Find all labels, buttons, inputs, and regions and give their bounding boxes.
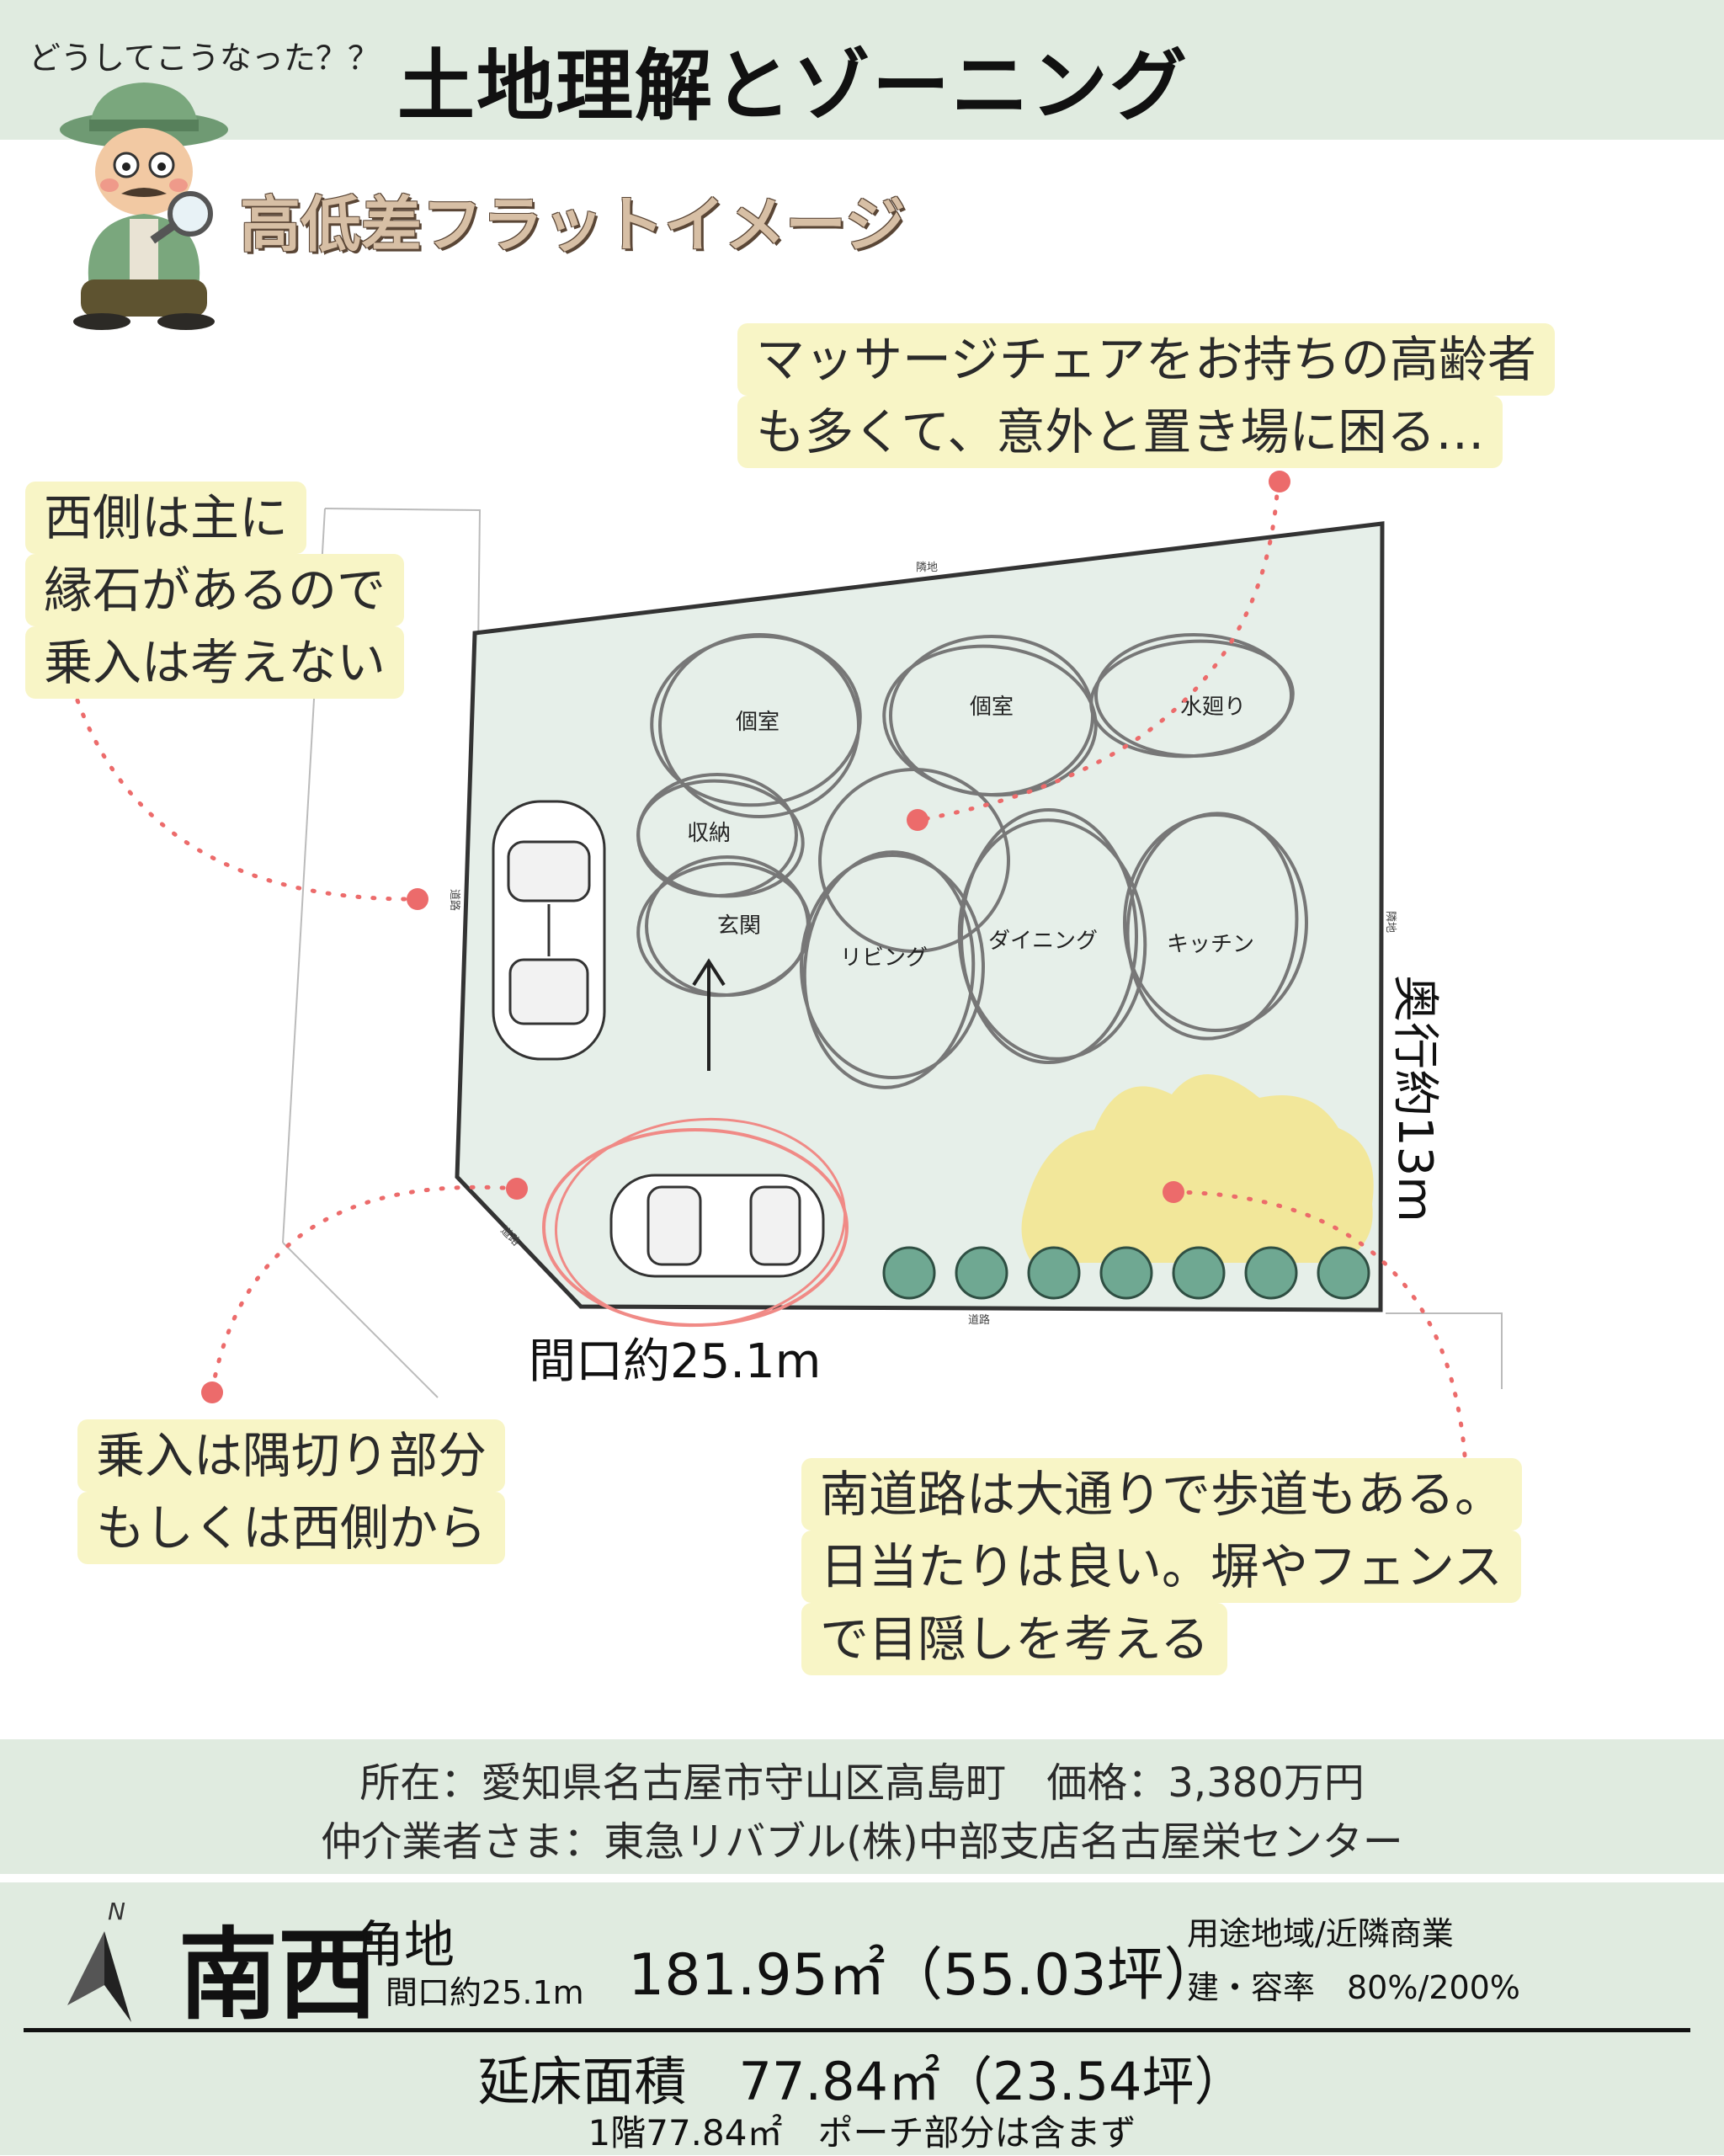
coverage-ratio: 建・容率 80%/200% [1187,1969,1520,2006]
callout-line: もしくは西側から [77,1492,506,1564]
callout-line: 縁石があるので [25,554,405,626]
sunlight-patch [1021,1073,1374,1263]
callout-line: 日当たりは良い。塀やフェンス [801,1530,1521,1603]
depth-dimension: 奥行約13m [1387,975,1442,1222]
room-label-storage: 収納 [687,821,731,846]
label-neighbor-north: 隣地 [916,561,938,574]
label-road-south: 道路 [968,1313,990,1327]
callout-vehicle-entry: 乗入は隅切り部分 もしくは西側から [77,1419,506,1564]
callout-line: も多くて、意外と置き場に困る… [737,396,1503,468]
callout-line: 乗入は隅切り部分 [77,1419,506,1492]
callout-line: 乗入は考えない [25,626,405,699]
car-corner [542,1117,849,1328]
callout-line: 南道路は大通りで歩道もある。 [801,1458,1523,1530]
frontage-dimension: 間口約25.1m [529,1334,821,1389]
north-arrow-icon: N [67,1899,131,2022]
car-west [492,800,606,1061]
callout-line: 西側は主に [25,482,307,554]
callout-massage-chair: マッサージチェアをお持ちの高齢者 も多くて、意外と置き場に困る… [737,323,1555,468]
land-area: 181.95㎡（55.03坪） [628,1942,1221,2009]
room-label-dining: ダイニング [988,929,1098,954]
property-info-band [0,1739,1724,1874]
room-label-bedroom-2: 個室 [970,695,1014,720]
detective-illustration [60,83,228,330]
zoning-bubbles [636,633,1308,1089]
callout-west-curb: 西側は主に 縁石があるので 乗入は考えない [25,482,405,699]
callout-line: マッサージチェアをお持ちの高齢者 [737,323,1555,396]
room-label-kitchen: キッチン [1167,932,1254,957]
floor-area: 延床面積 77.84㎡（23.54坪） [477,2051,1247,2112]
location-price: 所在：愛知県名古屋市守山区高島町 価格：3,380万円 [359,1759,1365,1807]
room-label-wet-area: 水廻り [1180,695,1246,720]
entrance-arrow [692,958,726,1071]
room-label-bedroom-1: 個室 [736,710,780,735]
page-title: 土地理解とゾーニング [397,41,1189,131]
room-label-living: リビング [840,945,928,971]
header-eyebrow: どうしてこうなった？？ [29,40,380,77]
callout-south-road: 南道路は大通りで歩道もある。 日当たりは良い。塀やフェンス で目隠しを考える [801,1458,1523,1675]
label-road-west: 道路 [448,889,461,911]
compass-label: N [108,1899,125,1925]
broker-info: 仲介業者さま：東急リバブル(株)中部支店名古屋栄センター [321,1818,1403,1866]
callout-line: で目隠しを考える [801,1603,1228,1675]
label-neighbor-east: 隣地 [1384,911,1397,933]
header-band [0,0,1724,140]
tree-row [882,1246,1370,1300]
corner-lot: 角地 [354,1916,455,1975]
summary-band [0,1882,1724,2155]
orientation: 南西 [178,1917,378,2033]
section-subtitle: 高低差フラットイメージ [240,189,906,260]
callout-connectors [75,479,1469,1486]
zoning-use: 用途地域/近隣商業 [1187,1915,1454,1952]
frontage-summary: 間口約25.1m [386,1974,584,2011]
room-label-entrance: 玄関 [717,913,761,939]
divider [24,2028,1690,2032]
floor-area-note: 1階77.84㎡ ポーチ部分は含まず [588,2112,1136,2153]
